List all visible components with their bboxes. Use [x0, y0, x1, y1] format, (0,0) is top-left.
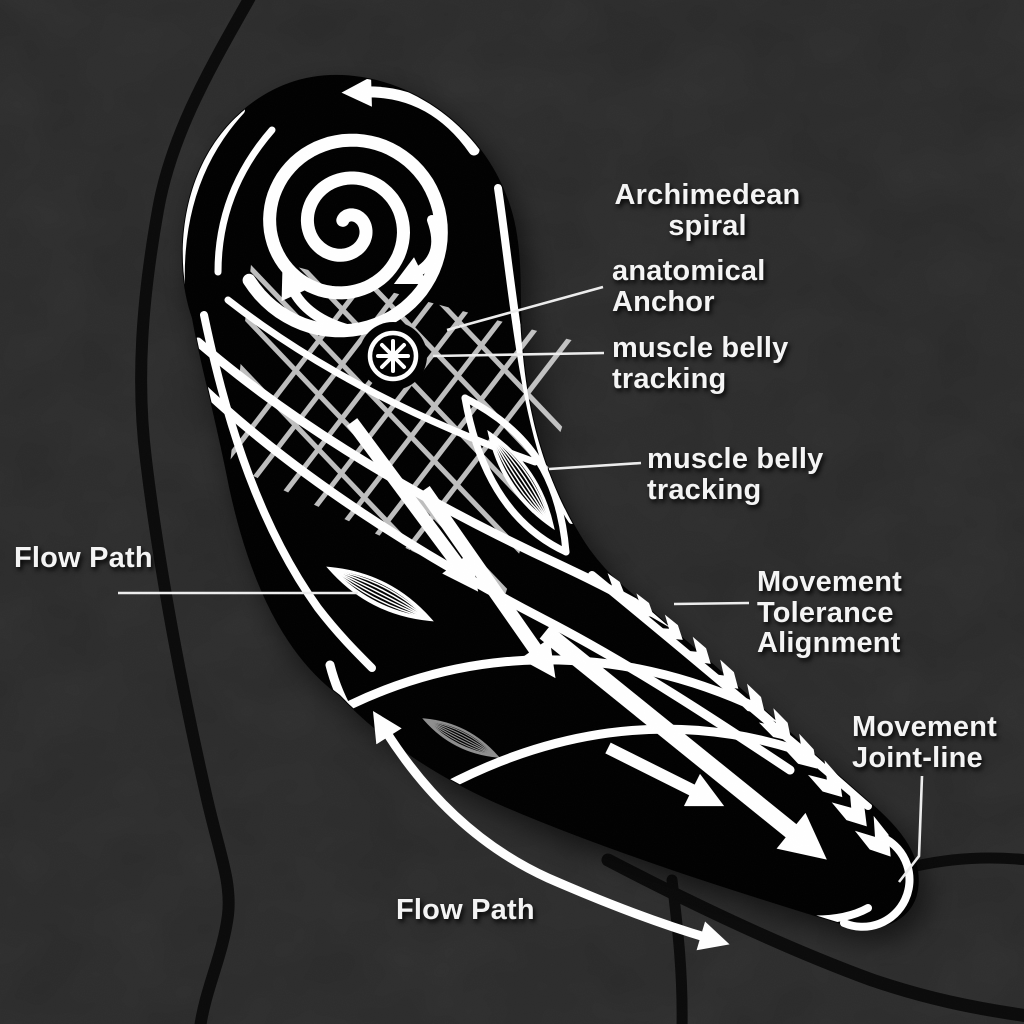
label-line: spiral [668, 209, 747, 242]
label-line: Flow Path [396, 894, 535, 926]
label-line: muscle belly [647, 443, 824, 475]
label-line: Joint-line [852, 741, 983, 774]
label-line: tracking [612, 362, 727, 395]
label-flow-path-left: Flow Path [14, 543, 153, 574]
label-movement-joint-line: Movement Joint-line [852, 712, 997, 773]
label-movement-tolerance-alignment: Movement Tolerance Alignment [757, 567, 902, 659]
label-line: Alignment [757, 627, 901, 660]
label-line: Movement [852, 711, 998, 743]
label-line: Movement [757, 566, 903, 598]
label-anatomical-anchor: anatomical Anchor [612, 256, 766, 317]
label-archimedean-spiral: Archimedean spiral [600, 180, 815, 241]
label-line: Tolerance [757, 596, 894, 629]
label-muscle-belly-tracking-lower: muscle belly tracking [647, 444, 824, 505]
label-line: muscle belly [612, 332, 789, 364]
label-line: Archimedean [614, 179, 801, 211]
label-flow-path-bottom: Flow Path [396, 895, 535, 926]
label-muscle-belly-tracking-upper: muscle belly tracking [612, 333, 789, 394]
label-line: anatomical [612, 255, 766, 287]
label-line: Anchor [612, 285, 715, 318]
label-line: Flow Path [14, 542, 153, 574]
label-line: tracking [647, 473, 762, 506]
